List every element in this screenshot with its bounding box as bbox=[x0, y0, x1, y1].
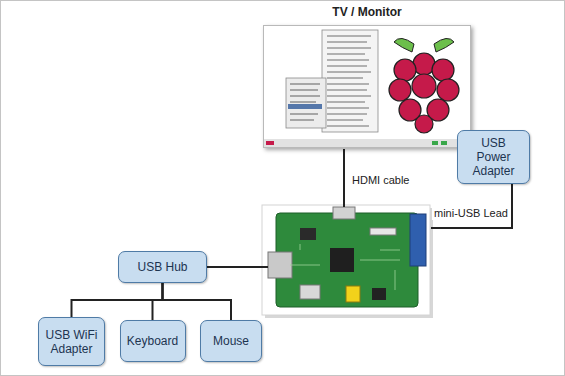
chip bbox=[300, 228, 316, 240]
sd-card bbox=[410, 214, 426, 266]
taskbar-icon bbox=[441, 141, 447, 145]
hdmi-port bbox=[333, 207, 355, 219]
cable-label: mini-USB Lead bbox=[432, 207, 510, 220]
taskbar-icon bbox=[266, 141, 274, 145]
menu-highlight bbox=[288, 104, 322, 109]
device-box: USB Power Adapter bbox=[457, 130, 530, 184]
logo-berry bbox=[389, 79, 411, 101]
menu-panel bbox=[286, 30, 378, 132]
logo-leaf bbox=[394, 38, 414, 52]
logo-berry bbox=[432, 59, 454, 81]
raspberry-logo bbox=[389, 38, 459, 133]
node-label: USB Power Adapter bbox=[461, 134, 526, 180]
node-label: Mouse bbox=[210, 332, 252, 350]
ethernet-port bbox=[300, 285, 320, 299]
monitor-screenshot bbox=[263, 25, 471, 148]
cable-label: HDMI cable bbox=[350, 174, 411, 187]
usb-port bbox=[268, 252, 292, 278]
node-label: USB Hub bbox=[134, 258, 190, 276]
device-box: USB WiFi Adapter bbox=[38, 317, 105, 366]
photo-frame bbox=[262, 205, 430, 315]
usb-connector bbox=[72, 283, 163, 317]
usb-lead bbox=[207, 266, 268, 268]
monitor-box: TV / Monitor bbox=[263, 25, 471, 148]
node-label: Keyboard bbox=[124, 332, 181, 350]
usb-connector bbox=[163, 283, 232, 320]
menu-lines bbox=[327, 36, 371, 126]
screen-ground bbox=[263, 25, 471, 148]
logo-berry bbox=[394, 59, 416, 81]
device-box: Keyboard bbox=[120, 320, 186, 362]
logo-berry bbox=[437, 79, 459, 101]
hub-box: USB Hub bbox=[118, 251, 207, 283]
node-label: USB WiFi Adapter bbox=[42, 326, 101, 358]
hdmi-cable bbox=[343, 149, 345, 207]
rca-jack bbox=[346, 286, 360, 302]
pcb bbox=[276, 213, 418, 307]
taskbar-icon bbox=[432, 141, 438, 145]
device-box: Mouse bbox=[200, 320, 262, 362]
logo-leaf bbox=[434, 38, 454, 52]
submenu-lines bbox=[290, 84, 320, 120]
photo-shadow bbox=[265, 208, 433, 318]
logo-berry bbox=[415, 115, 433, 133]
submenu-box bbox=[286, 78, 326, 128]
menu-box bbox=[322, 30, 378, 132]
audio-jack bbox=[372, 288, 386, 300]
header-pins bbox=[370, 228, 396, 235]
logo-berry bbox=[412, 74, 436, 98]
pcb-traces bbox=[290, 244, 400, 290]
raspberry-pi-board bbox=[262, 205, 433, 318]
usb-connector bbox=[153, 283, 163, 320]
soc-chip bbox=[330, 248, 354, 272]
node-heading: TV / Monitor bbox=[264, 5, 470, 19]
taskbar bbox=[264, 139, 470, 147]
